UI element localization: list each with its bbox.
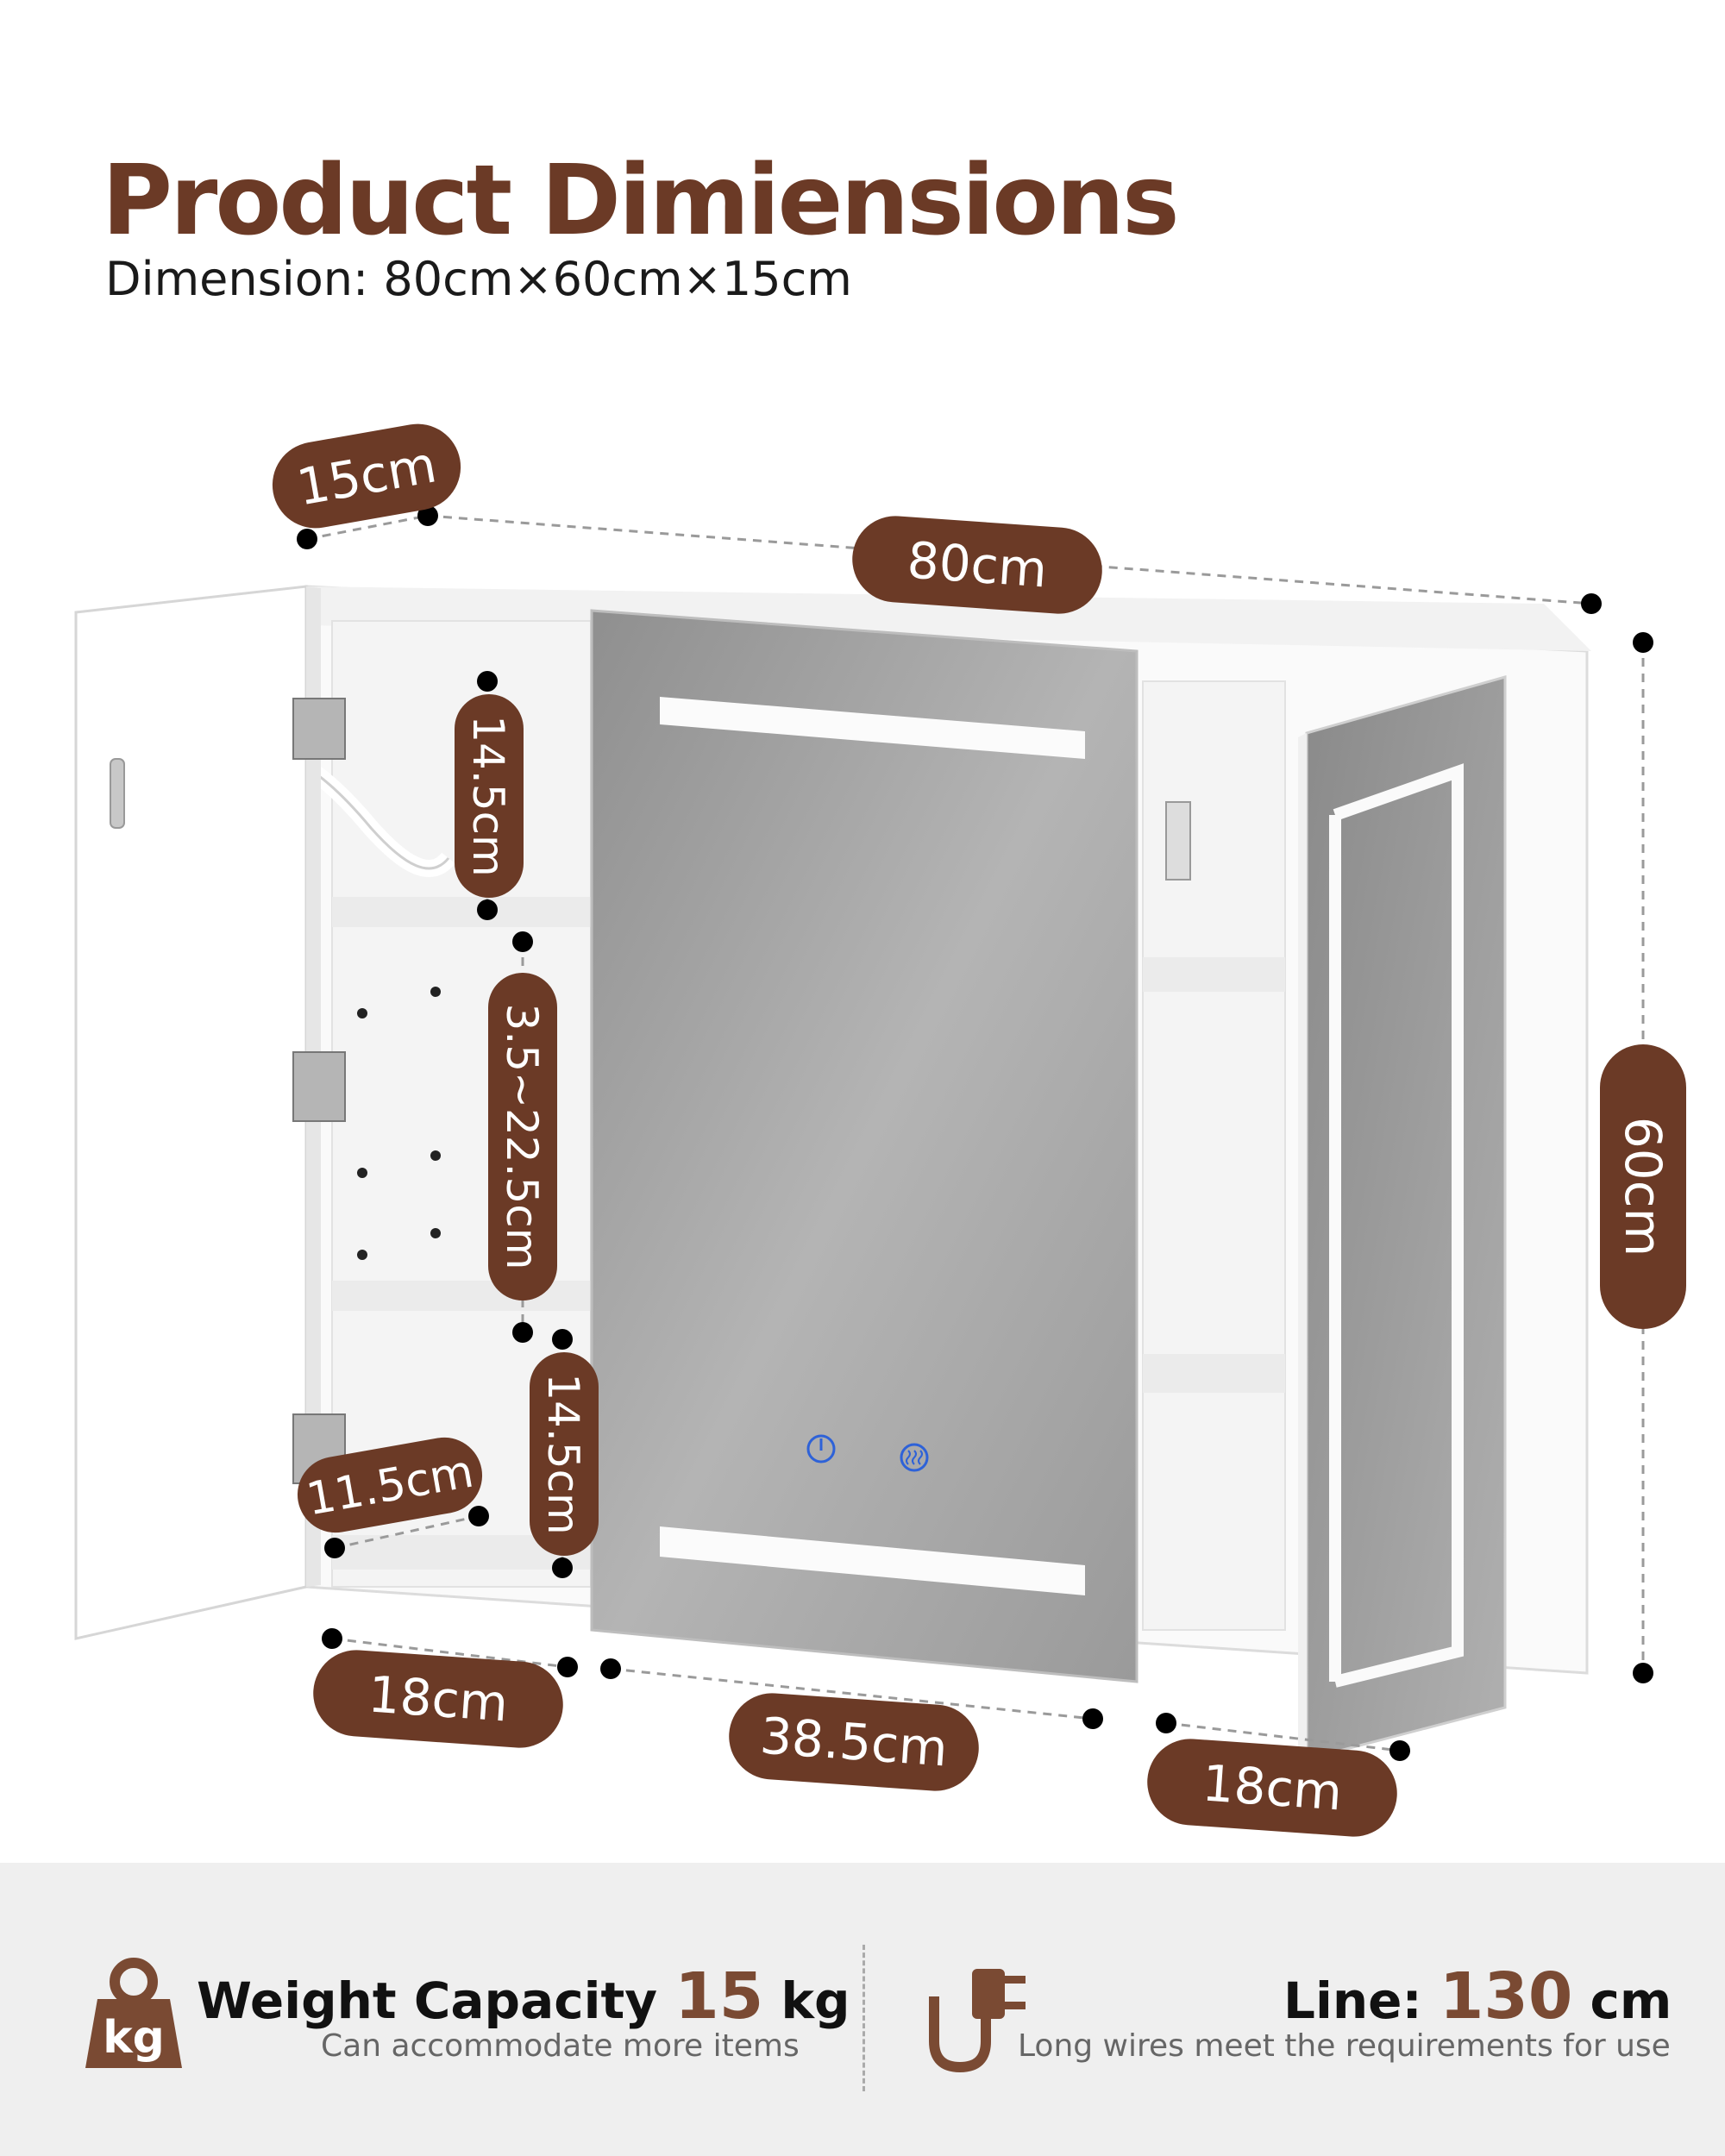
- kg-icon-text: kg: [103, 2012, 165, 2064]
- weight-capacity-title: Weight Capacity 15 kg: [197, 1959, 850, 2034]
- right-mirror-door: [1298, 675, 1507, 1764]
- dim-label-top-shelf: 14.5cm: [455, 694, 524, 898]
- line-length-unit: cm: [1590, 1971, 1672, 2030]
- line-length-label: Line:: [1283, 1971, 1422, 2030]
- kg-weight-icon: kg: [85, 1958, 182, 2068]
- dim-label-center-door: 38.5cm: [729, 1693, 979, 1791]
- cabinet-illustration: 15cm 80cm 60cm 14.5cm 3.5~22.5cm 14.5cm …: [74, 423, 1686, 1837]
- dim-left-section-text: 18cm: [367, 1664, 511, 1733]
- dim-label-width: 80cm: [852, 516, 1102, 614]
- dim-adjustable-text: 3.5~22.5cm: [497, 1004, 547, 1270]
- dim-height-text: 60cm: [1614, 1117, 1672, 1257]
- weight-capacity-unit: kg: [781, 1971, 850, 2030]
- dim-label-left-section: 18cm: [313, 1650, 563, 1748]
- dim-center-door-text: 38.5cm: [758, 1706, 950, 1777]
- dim-label-bottom-depth: 11.5cm: [297, 1437, 483, 1533]
- dim-right-section-text: 18cm: [1201, 1753, 1345, 1821]
- dimension-endpoints: [297, 505, 1653, 1761]
- plug-cable-icon: [929, 1969, 1026, 2073]
- line-length-value: 130: [1439, 1959, 1573, 2034]
- center-mirror-door: [590, 609, 1138, 1683]
- line-length-subtitle: Long wires meet the requirements for use: [1018, 2028, 1671, 2064]
- feature-divider: [862, 1945, 865, 2091]
- dim-width-text: 80cm: [906, 530, 1050, 599]
- left-door: [74, 585, 346, 1640]
- defog-touch-icon: [900, 1443, 929, 1472]
- dim-top-shelf-text: 14.5cm: [463, 715, 513, 877]
- dim-label-depth: 15cm: [272, 423, 461, 529]
- weight-capacity-subtitle: Can accommodate more items: [321, 2028, 800, 2064]
- page-subtitle: Dimension: 80cm×60cm×15cm: [105, 252, 852, 306]
- dim-label-height: 60cm: [1600, 1044, 1686, 1329]
- power-touch-icon: [806, 1434, 836, 1463]
- dim-label-adjustable: 3.5~22.5cm: [488, 973, 557, 1300]
- dim-label-right-section: 18cm: [1147, 1739, 1397, 1837]
- dim-label-bottom-shelf: 14.5cm: [530, 1352, 599, 1556]
- line-length-title: Line: 130 cm: [1283, 1959, 1672, 2034]
- dim-bottom-shelf-text: 14.5cm: [538, 1373, 588, 1535]
- weight-capacity-label: Weight Capacity: [197, 1971, 658, 2030]
- page-title: Product Dimiensions: [102, 145, 1180, 257]
- weight-capacity-value: 15: [674, 1959, 764, 2034]
